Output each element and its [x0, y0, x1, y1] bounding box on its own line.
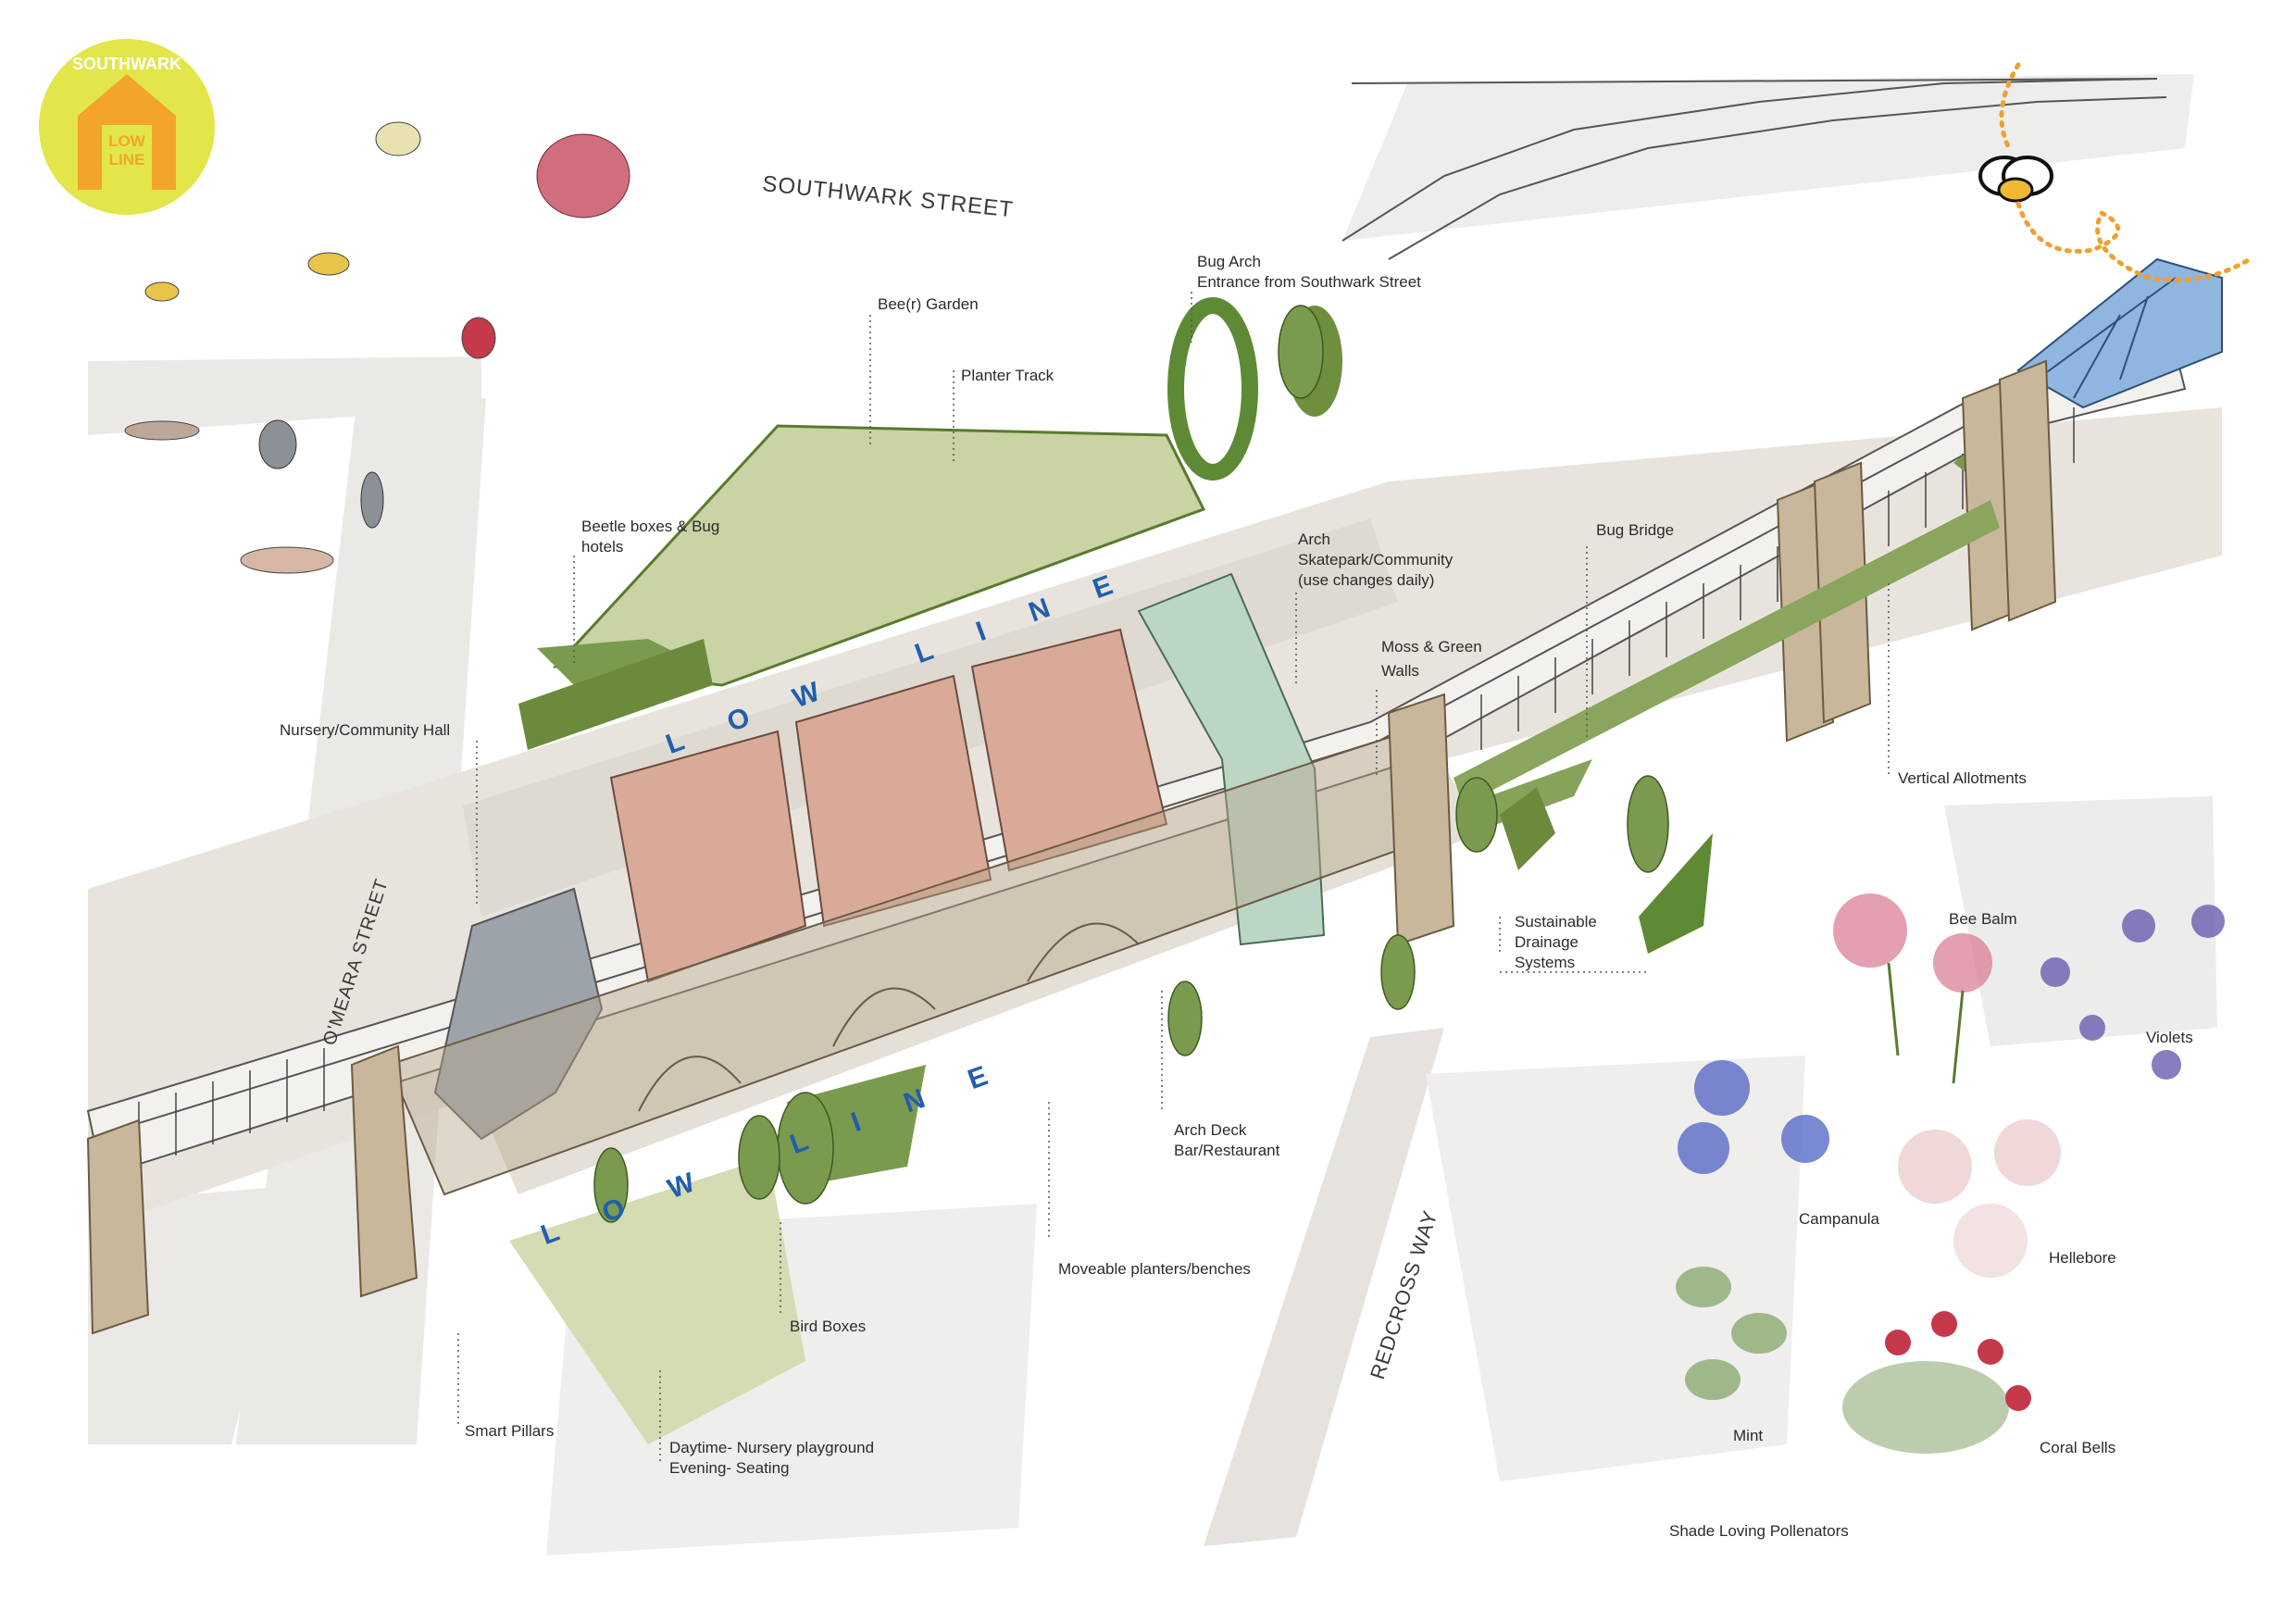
southwark-low-line-logo: SOUTHWARK LOW LINE	[39, 39, 215, 215]
arch-buildings	[609, 628, 1168, 983]
bee-flight-path	[1999, 62, 2252, 282]
bee-icon	[1978, 156, 2053, 203]
blue-bridge	[2016, 257, 2223, 409]
logo-inner-low: LOW	[108, 132, 146, 150]
trees	[593, 305, 1669, 1223]
mint-illustration	[1676, 1267, 1787, 1400]
bug-bridge-planting	[1454, 500, 2000, 806]
insect-sketches	[124, 121, 630, 574]
label-beer-garden: Bee(r) Garden	[878, 295, 979, 313]
label-mint: Mint	[1733, 1427, 1764, 1444]
label-violets: Violets	[2146, 1029, 2193, 1046]
skatepark	[1137, 572, 1326, 946]
label-shade-loving: Shade Loving Pollenators	[1669, 1522, 1849, 1540]
label-smart-pillars: Smart Pillars	[465, 1422, 555, 1440]
label-moveable-planters: Moveable planters/benches	[1058, 1260, 1251, 1278]
logo-arc-text: SOUTHWARK	[72, 55, 181, 73]
label-vertical-allotments: Vertical Allotments	[1898, 769, 2027, 787]
label-nursery-hall: Nursery/Community Hall	[280, 721, 451, 739]
label-coral-bells: Coral Bells	[2040, 1439, 2116, 1456]
leader-lines	[457, 292, 1890, 1463]
label-bird-boxes: Bird Boxes	[790, 1318, 867, 1335]
plant-illustrations	[1676, 893, 2225, 1454]
hellebore-illustration	[1898, 1119, 2061, 1278]
violets-illustration	[2040, 905, 2225, 1080]
label-hellebore: Hellebore	[2049, 1249, 2116, 1267]
label-bee-balm: Bee Balm	[1949, 910, 2017, 928]
bee-balm-illustration	[1833, 893, 1992, 1084]
nursery-grey-area	[433, 887, 604, 1141]
logo-inner-line: LINE	[109, 151, 145, 169]
coral-bells-illustration	[1842, 1311, 2031, 1454]
campanula-illustration	[1678, 1060, 1829, 1174]
label-planter-track: Planter Track	[961, 367, 1054, 384]
label-bug-bridge: Bug Bridge	[1596, 521, 1675, 539]
label-campanula: Campanula	[1799, 1210, 1879, 1228]
